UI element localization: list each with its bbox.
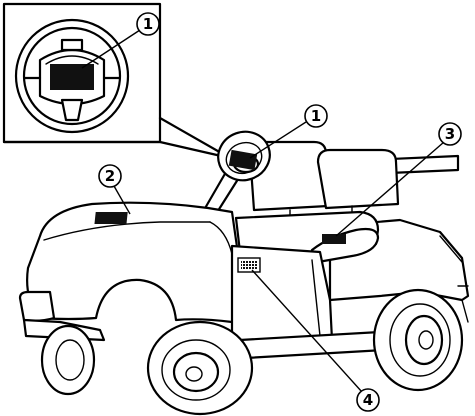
callout-4-text: 4 [363, 391, 373, 409]
callout-1-main: 1 [305, 105, 327, 127]
callout-1-inset: 1 [137, 13, 159, 35]
rear-right-rim [406, 316, 442, 364]
front-left-tire [42, 326, 94, 394]
callout-1-main-text: 1 [311, 107, 321, 125]
seat-label-decal [322, 234, 346, 244]
inset-steering-wheel-detail: 1 [4, 4, 230, 158]
callout-4: 4 [357, 389, 379, 411]
callout-3-text: 3 [445, 125, 455, 143]
inset-pointer-line-b [4, 142, 230, 158]
hood-label-decal [94, 212, 127, 224]
callout-2-text: 2 [105, 167, 115, 185]
side-panel-label-decal [241, 261, 257, 269]
front-bumper-left [20, 292, 54, 321]
front-right-rim [174, 353, 218, 391]
front-left-wheel [42, 326, 94, 394]
inset-spoke-bottom [62, 100, 82, 120]
rear-right-wheel [374, 290, 462, 390]
inset-hub-top-tab [62, 40, 82, 50]
rear-body-tail [462, 300, 468, 322]
front-hood-body [27, 203, 240, 322]
seat-back-right [318, 150, 398, 208]
callout-2: 2 [99, 165, 121, 187]
front-right-wheel [148, 322, 252, 414]
inset-label-decal [50, 64, 94, 90]
callout-3: 3 [439, 123, 461, 145]
callout-1-inset-text: 1 [143, 15, 153, 33]
golf-cart-drawing [20, 125, 468, 414]
